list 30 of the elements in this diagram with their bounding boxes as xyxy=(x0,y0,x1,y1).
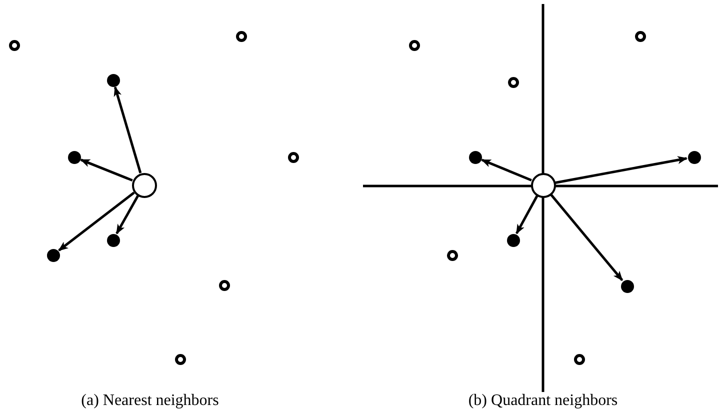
hollow-point xyxy=(408,40,420,50)
hollow-point xyxy=(446,250,458,260)
filled-point xyxy=(620,280,634,292)
query-point xyxy=(132,172,156,198)
filled-point xyxy=(46,248,60,262)
filled-point xyxy=(106,74,120,86)
arrow xyxy=(116,195,139,234)
hollow-point xyxy=(508,76,518,88)
arrow xyxy=(114,86,142,174)
filled-point xyxy=(506,234,520,246)
arrow xyxy=(481,158,532,182)
filled-point xyxy=(468,150,482,164)
hollow-point xyxy=(634,30,646,42)
hollow-point xyxy=(174,354,186,364)
arrow xyxy=(516,195,538,234)
filled-point xyxy=(68,150,80,164)
panel-caption: (b) Quadrant neighbors xyxy=(468,392,618,410)
arrow xyxy=(550,194,624,282)
hollow-point xyxy=(218,280,230,290)
hollow-point xyxy=(288,152,298,162)
query-point xyxy=(530,172,556,198)
arrow xyxy=(80,158,133,182)
panel-caption: (a) Nearest neighbors xyxy=(81,392,219,410)
filled-point xyxy=(688,150,700,164)
arrow xyxy=(555,156,688,184)
filled-point xyxy=(106,234,120,246)
hollow-point xyxy=(236,30,246,42)
hollow-point xyxy=(8,40,20,50)
arrow xyxy=(58,192,135,252)
hollow-point xyxy=(574,354,584,364)
